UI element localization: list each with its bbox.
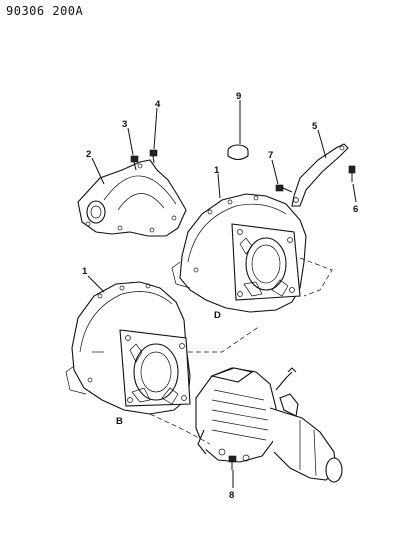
callout-4: 4: [155, 99, 161, 110]
callout-9: 9: [236, 91, 241, 102]
callout-1-upper: 1: [214, 165, 220, 176]
bolt-part-7: [275, 184, 293, 193]
callout-5: 5: [312, 121, 318, 132]
alignment-line-upper: [299, 257, 333, 297]
alignment-line-bottom: [149, 413, 211, 445]
diagram-code: 90306 200A: [6, 4, 84, 18]
callout-8: 8: [229, 490, 234, 501]
leader-line-1a: [217, 173, 221, 199]
bolt-part-8: [228, 455, 237, 470]
bolt-part-6: [348, 165, 356, 182]
bell-housing-d: [171, 193, 307, 313]
leader-line-2: [91, 157, 105, 185]
bolt-part-3: [130, 155, 139, 171]
callout-6: 6: [353, 204, 358, 215]
callout-b: B: [116, 416, 123, 427]
leader-line-3: [127, 127, 134, 156]
leader-line-1b: [87, 275, 105, 293]
dust-shield-part: [77, 159, 187, 237]
plug-part: [227, 144, 249, 161]
callout-2: 2: [86, 149, 91, 160]
callout-1-lower: 1: [82, 266, 88, 277]
bell-housing-b: [65, 281, 191, 415]
bolt-part-4: [149, 149, 158, 164]
leader-line-5: [317, 129, 327, 159]
callout-7: 7: [268, 150, 273, 161]
transmission-part: [195, 367, 343, 483]
alignment-line-lower: [188, 325, 261, 353]
leader-line-4: [153, 107, 158, 150]
leader-line-7: [271, 159, 279, 185]
bracket-part: [291, 143, 349, 207]
callout-3: 3: [122, 119, 127, 130]
callout-d: D: [214, 310, 221, 321]
leader-line-6: [352, 183, 357, 203]
